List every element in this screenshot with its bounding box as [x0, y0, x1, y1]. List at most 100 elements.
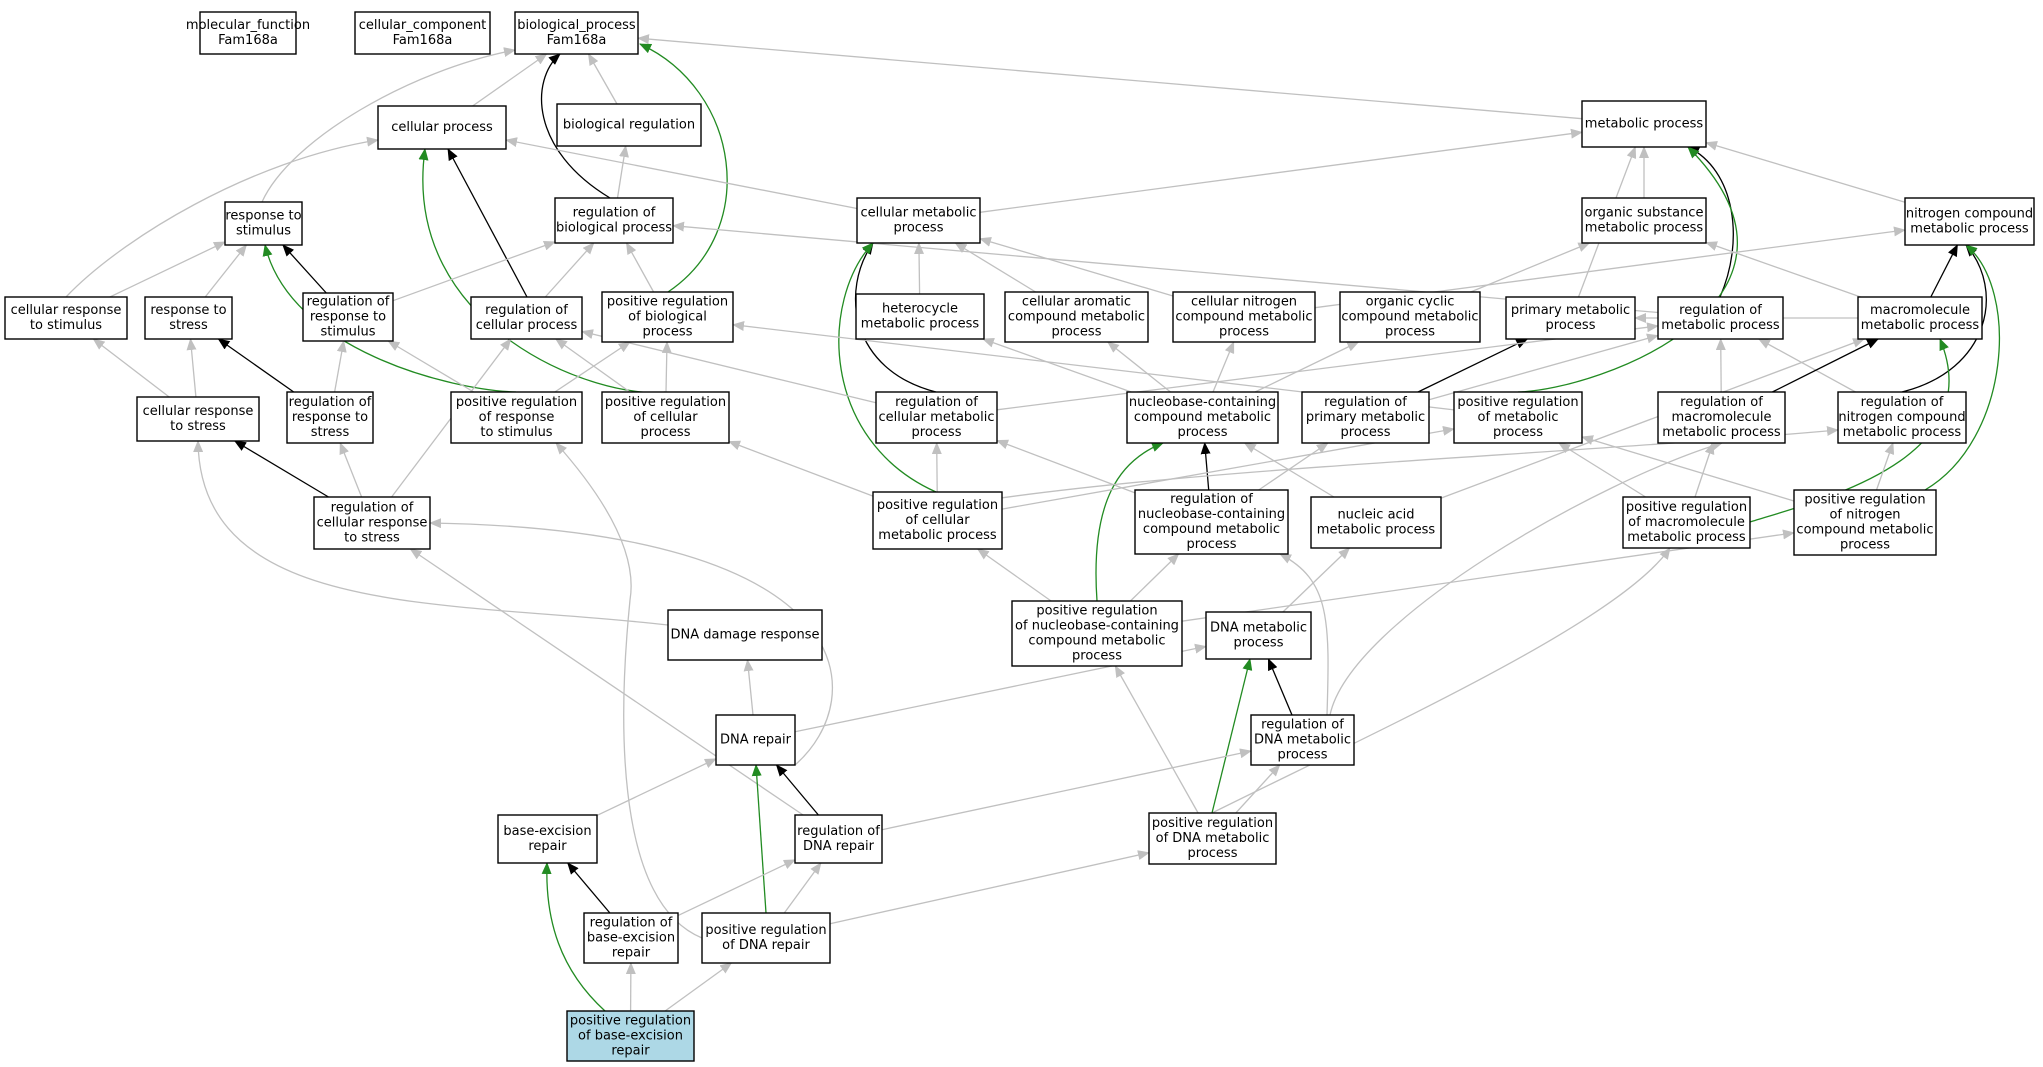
edge-line	[472, 53, 548, 107]
node-label-line: positive regulation	[877, 498, 998, 513]
node-label-line: metabolic process	[1585, 117, 1704, 132]
go-term-node-mp[interactable]: metabolic process	[1581, 100, 1707, 148]
edge-line	[1279, 553, 1329, 716]
node-label-line: of DNA repair	[722, 938, 810, 953]
edge-line	[996, 322, 1659, 411]
node-box	[1172, 291, 1316, 343]
node-box	[556, 103, 702, 147]
node-label-line: compound metabolic	[1028, 634, 1165, 649]
node-label-line: base-excision	[587, 931, 675, 946]
edge-line	[447, 148, 528, 298]
edge-rbp-to-breg	[616, 145, 629, 199]
node-label-line: regulation of	[289, 395, 372, 410]
edge-line	[333, 340, 347, 393]
node-label-line: process	[1546, 318, 1596, 333]
node-label-line: cellular metabolic	[879, 410, 995, 425]
node-box	[601, 391, 730, 444]
node-box	[601, 291, 734, 343]
node-label-line: DNA metabolic	[1254, 733, 1351, 748]
edge-prdnamp-to-prnbcmp	[1114, 665, 1199, 814]
node-box	[667, 609, 823, 661]
edge-nbcmp-to-cacmp	[1107, 341, 1171, 393]
node-label-line: process	[1188, 846, 1238, 861]
node-label-line: Fam168a	[547, 33, 607, 48]
go-term-node-rnbcmp[interactable]: regulation ofnucleobase-containingcompou…	[1134, 489, 1289, 555]
node-label-line: DNA damage response	[670, 628, 819, 643]
edge-line	[193, 440, 669, 626]
edge-line	[1470, 242, 1591, 293]
edge-line	[1107, 341, 1171, 393]
node-label-line: compound metabolic	[1143, 522, 1280, 537]
edge-prcp-to-prbp	[661, 341, 672, 393]
edge-line	[339, 442, 363, 498]
go-term-node-ddr[interactable]: DNA damage response	[667, 609, 823, 661]
node-label-line: primary metabolic	[1511, 303, 1630, 318]
edge-line	[677, 859, 796, 917]
node-label-line: cellular metabolic	[861, 206, 977, 221]
go-term-node-cp[interactable]: cellular process	[377, 105, 507, 150]
edge-line	[672, 221, 1659, 314]
go-term-node-dnarep[interactable]: DNA repair	[715, 714, 796, 766]
edge-line	[637, 34, 1583, 120]
edge-line	[1235, 764, 1281, 814]
node-box	[1837, 391, 1967, 444]
go-term-node-breg[interactable]: biological regulation	[556, 103, 702, 147]
edge-rnbcmp-to-nbcmp	[1200, 442, 1211, 491]
edge-prmmp-to-mmp	[1749, 338, 1950, 523]
node-label-line: cellular response	[11, 303, 122, 318]
edge-line	[664, 962, 733, 1012]
edge-dnamp-to-namp	[1282, 547, 1351, 613]
edge-line	[1558, 442, 1646, 498]
edge-rcp-to-cp	[447, 148, 528, 298]
edge-rber-to-rdnarep	[677, 859, 796, 917]
edge-rdnarep-to-rdnamp	[881, 748, 1252, 831]
node-label-line: DNA metabolic	[1210, 621, 1307, 636]
edge-rdnamp-to-rmmp	[1329, 441, 1723, 716]
node-label-line: cellular process	[391, 120, 493, 135]
